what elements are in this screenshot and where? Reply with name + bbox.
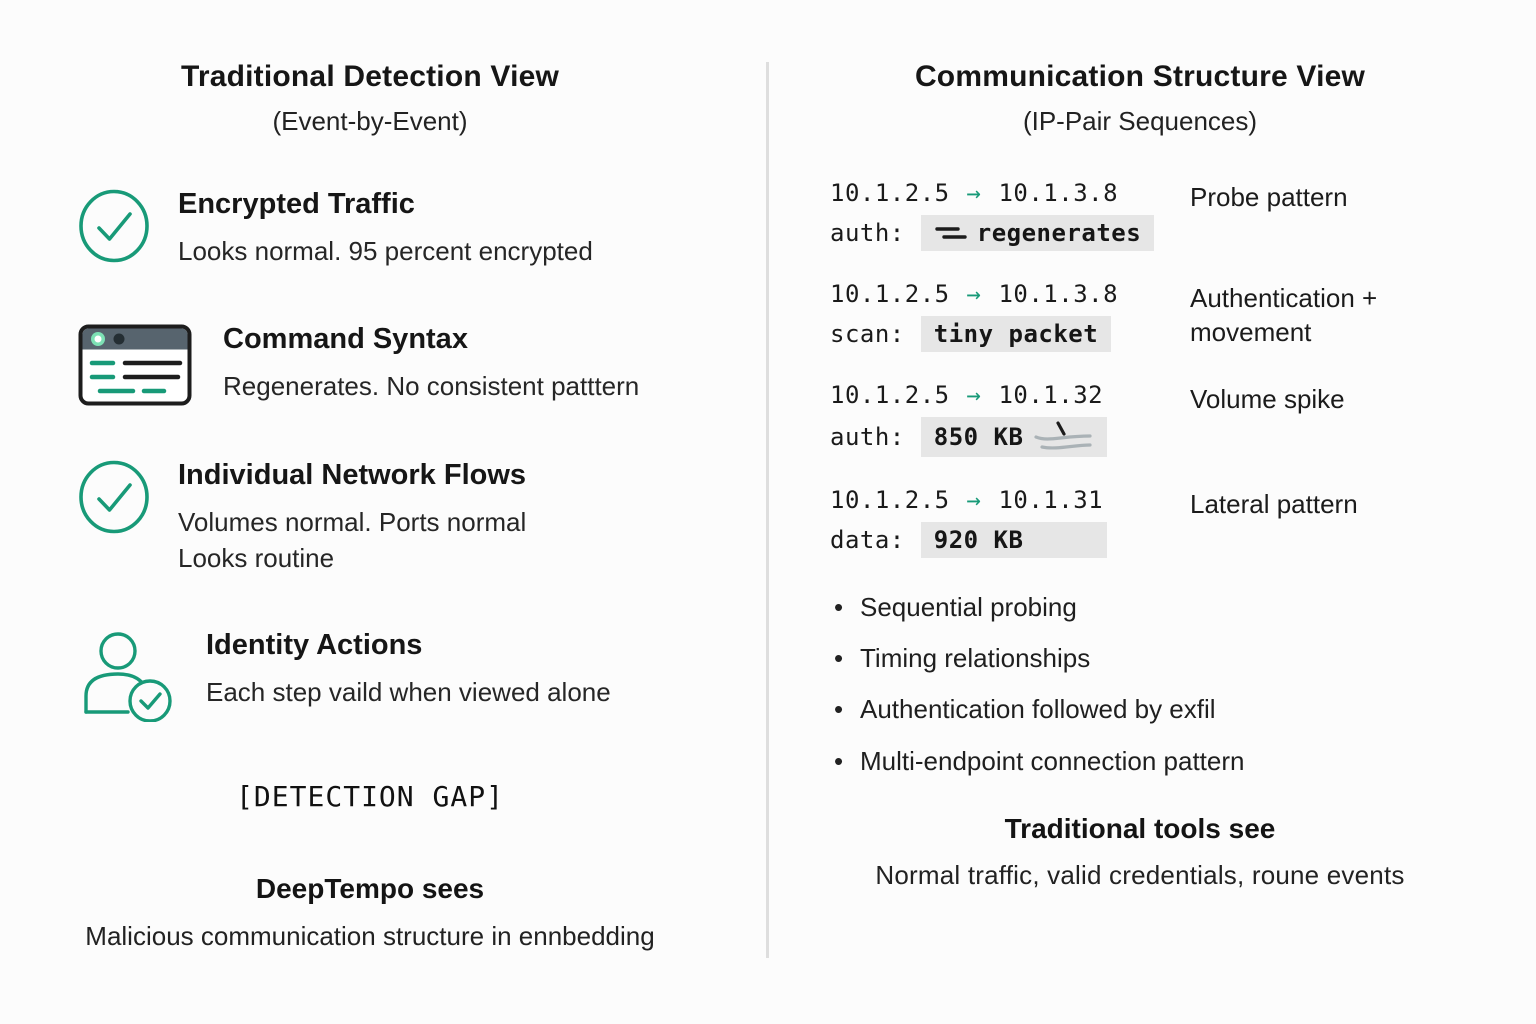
lines-icon <box>934 223 968 243</box>
attribute-value-box: regenerates <box>920 215 1155 251</box>
check-circle-icon <box>78 460 150 534</box>
pattern-label: Probe pattern <box>1190 182 1348 212</box>
pattern-label: Lateral pattern <box>1190 489 1358 519</box>
list-item-command-syntax: Command Syntax Regenerates. No consisten… <box>14 322 726 406</box>
traditional-tools-heading: Traditional tools see <box>1004 812 1276 844</box>
pattern-label: Volume spike <box>1190 384 1345 414</box>
bullet-text: Multi-endpoint connection pattern <box>860 745 1245 776</box>
left-column-header: Traditional Detection View (Event-by-Eve… <box>14 60 726 137</box>
item-heading: Command Syntax <box>223 322 468 355</box>
bullet-icon: • <box>834 592 844 622</box>
list-item: • Multi-endpoint connection pattern <box>834 746 1450 777</box>
destination-ip: 10.1.3.8 <box>998 179 1119 207</box>
left-column-subtitle: (Event-by-Event) <box>272 106 468 136</box>
deeptempo-sees-text: Malicious communication structure in enn… <box>85 921 655 952</box>
ip-route: 10.1.2.5 → 10.1.31 <box>830 486 1190 514</box>
right-column-title: Communication Structure View <box>914 60 1366 93</box>
ip-pair-attribute: auth: 850 KB <box>830 417 1190 457</box>
ip-pair-row: 10.1.2.5 → 10.1.32 auth: 850 KB <box>830 381 1450 457</box>
item-heading: Encrypted Traffic <box>178 188 415 220</box>
column-divider <box>766 62 769 958</box>
left-footer: DeepTempo sees Malicious communication s… <box>14 873 726 952</box>
arrow-right-icon: → <box>966 381 982 409</box>
arrow-right-icon: → <box>966 280 982 308</box>
user-check-icon <box>78 630 178 723</box>
ip-pair-row: 10.1.2.5 → 10.1.3.8 auth: regenerates <box>830 179 1450 251</box>
item-text: Individual Network Flows Volumes normal.… <box>178 458 527 577</box>
right-column-header: Communication Structure View (IP-Pair Se… <box>830 60 1450 137</box>
arrow-right-icon: → <box>966 179 982 207</box>
attribute-key: auth: <box>830 219 905 247</box>
item-description-line: Looks routine <box>178 542 335 573</box>
item-text: Command Syntax Regenerates. No consisten… <box>223 322 640 405</box>
item-text: Identity Actions Each step vaild when vi… <box>206 630 611 711</box>
ip-pair-list: 10.1.2.5 → 10.1.3.8 auth: regenerates <box>830 179 1450 558</box>
bullet-text: Authentication followed by exfil <box>860 694 1216 725</box>
ip-pair-attribute: data: 920 KB <box>830 522 1190 558</box>
item-text: Encrypted Traffic Looks normal. 95 perce… <box>178 188 593 270</box>
detection-items-list: Encrypted Traffic Looks normal. 95 perce… <box>14 188 726 723</box>
arrow-right-icon: → <box>966 486 982 514</box>
attribute-key: data: <box>830 526 905 554</box>
ip-pair-detail: 10.1.2.5 → 10.1.32 auth: 850 KB <box>830 381 1190 457</box>
source-ip: 10.1.2.5 <box>830 381 950 409</box>
bullet-text: Timing relationships <box>860 643 1091 674</box>
check-circle-icon <box>78 189 150 263</box>
ip-route: 10.1.2.5 → 10.1.32 <box>830 381 1190 409</box>
terminal-window-icon <box>78 324 192 406</box>
attribute-value-box: 920 KB <box>920 522 1107 558</box>
source-ip: 10.1.2.5 <box>830 280 950 308</box>
traditional-tools-text: Normal traffic, valid credentials, roune… <box>875 859 1405 890</box>
attribute-key: auth: <box>830 423 905 451</box>
list-item-identity-actions: Identity Actions Each step vaild when vi… <box>14 630 726 723</box>
bullet-icon: • <box>834 643 844 674</box>
structure-signals-list: • Sequential probing • Timing relationship… <box>830 592 1450 777</box>
attribute-value-box: tiny packet <box>920 316 1112 352</box>
list-item: • Timing relationships <box>834 643 1450 674</box>
deeptempo-sees-heading: DeepTempo sees <box>255 873 485 905</box>
ip-pair-row: 10.1.2.5 → 10.1.31 data: 920 KB Lateral … <box>830 486 1450 558</box>
bullet-icon: • <box>834 745 844 776</box>
spike-icon <box>1032 421 1094 453</box>
detection-gap-label: [DETECTION GAP] <box>236 780 504 814</box>
list-item: • Sequential probing <box>834 592 1450 623</box>
item-description-line: Volumes normal. Ports normal <box>178 506 527 537</box>
list-item-encrypted-traffic: Encrypted Traffic Looks normal. 95 perce… <box>14 188 726 270</box>
right-column-subtitle: (IP-Pair Sequences) <box>1022 106 1258 136</box>
right-footer: Traditional tools see Normal traffic, va… <box>830 813 1450 891</box>
pattern-label: Authentication + movement <box>1190 283 1378 347</box>
item-description: Looks normal. 95 percent encrypted <box>178 235 593 266</box>
source-ip: 10.1.2.5 <box>830 179 950 207</box>
ip-pair-attribute: scan: tiny packet <box>830 316 1190 352</box>
attribute-value: tiny packet <box>933 320 1099 348</box>
ip-pair-detail: 10.1.2.5 → 10.1.3.8 scan: tiny packet <box>830 280 1190 352</box>
item-heading: Identity Actions <box>206 629 423 662</box>
traditional-detection-column: Traditional Detection View (Event-by-Eve… <box>0 0 766 1024</box>
communication-structure-column: Communication Structure View (IP-Pair Se… <box>768 0 1536 1024</box>
attribute-value: regenerates <box>976 219 1142 247</box>
list-item-individual-network-flows: Individual Network Flows Volumes normal.… <box>14 458 726 577</box>
ip-pair-detail: 10.1.2.5 → 10.1.3.8 auth: regenerates <box>830 179 1190 251</box>
destination-ip: 10.1.32 <box>998 381 1104 409</box>
bullet-text: Sequential probing <box>860 592 1077 622</box>
item-description: Each step vaild when viewed alone <box>206 677 611 708</box>
attribute-value: 850 KB <box>933 423 1024 451</box>
ip-pair-detail: 10.1.2.5 → 10.1.31 data: 920 KB <box>830 486 1190 558</box>
destination-ip: 10.1.3.8 <box>998 280 1119 308</box>
ip-route: 10.1.2.5 → 10.1.3.8 <box>830 179 1190 207</box>
list-item: • Authentication followed by exfil <box>834 694 1450 725</box>
destination-ip: 10.1.31 <box>998 486 1104 514</box>
attribute-key: scan: <box>830 320 905 348</box>
ip-pair-attribute: auth: regenerates <box>830 215 1190 251</box>
attribute-value: 920 KB <box>933 526 1024 554</box>
item-description: Regenerates. No consistent patttern <box>223 370 640 401</box>
ip-pair-row: 10.1.2.5 → 10.1.3.8 scan: tiny packet Au… <box>830 280 1450 352</box>
item-heading: Individual Network Flows <box>178 458 527 491</box>
source-ip: 10.1.2.5 <box>830 486 950 514</box>
left-column-title: Traditional Detection View <box>180 60 560 93</box>
attribute-value-box: 850 KB <box>920 417 1108 457</box>
bullet-icon: • <box>834 694 844 725</box>
ip-route: 10.1.2.5 → 10.1.3.8 <box>830 280 1190 308</box>
